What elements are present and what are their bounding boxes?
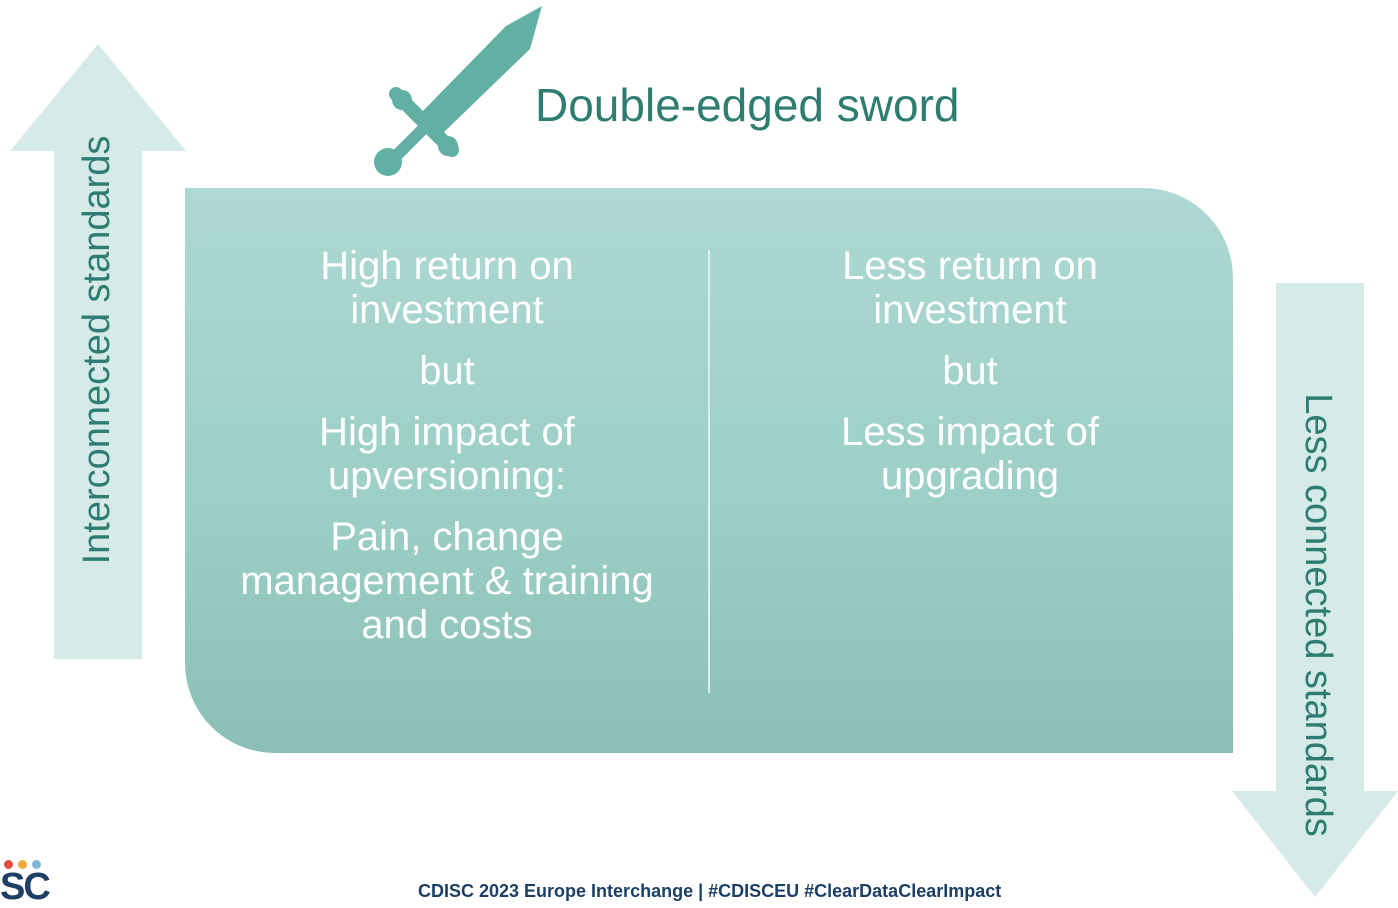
right-column-line-2: but — [942, 349, 998, 393]
right-column: Less return on investment but Less impac… — [750, 244, 1190, 515]
right-column-line-1: Less return on investment — [842, 244, 1098, 332]
left-column-line-4: Pain, change management & training and c… — [240, 515, 654, 647]
arrow-down-icon — [1232, 283, 1398, 897]
left-column-line-1: High return on investment — [320, 244, 574, 332]
right-axis-label: Less connected standards — [1297, 393, 1339, 837]
logo-dot-red — [4, 860, 13, 869]
column-divider — [708, 250, 710, 693]
arrow-up-icon — [10, 44, 186, 659]
logo-dot-orange — [18, 860, 27, 869]
slide-title: Double-edged sword — [535, 79, 960, 131]
footer-text: CDISC 2023 Europe Interchange | #CDISCEU… — [418, 881, 1002, 901]
sword-icon — [374, 6, 542, 176]
logo-text: SC — [0, 866, 51, 908]
left-axis-label: Interconnected standards — [76, 135, 118, 565]
left-column-line-3: High impact of upversioning: — [319, 410, 575, 498]
logo-dot-blue — [32, 860, 41, 869]
left-column: High return on investment but High impac… — [227, 244, 667, 664]
right-column-line-3: Less impact of upgrading — [841, 410, 1099, 498]
cdisc-logo: SC — [0, 852, 70, 906]
left-column-line-2: but — [419, 349, 475, 393]
